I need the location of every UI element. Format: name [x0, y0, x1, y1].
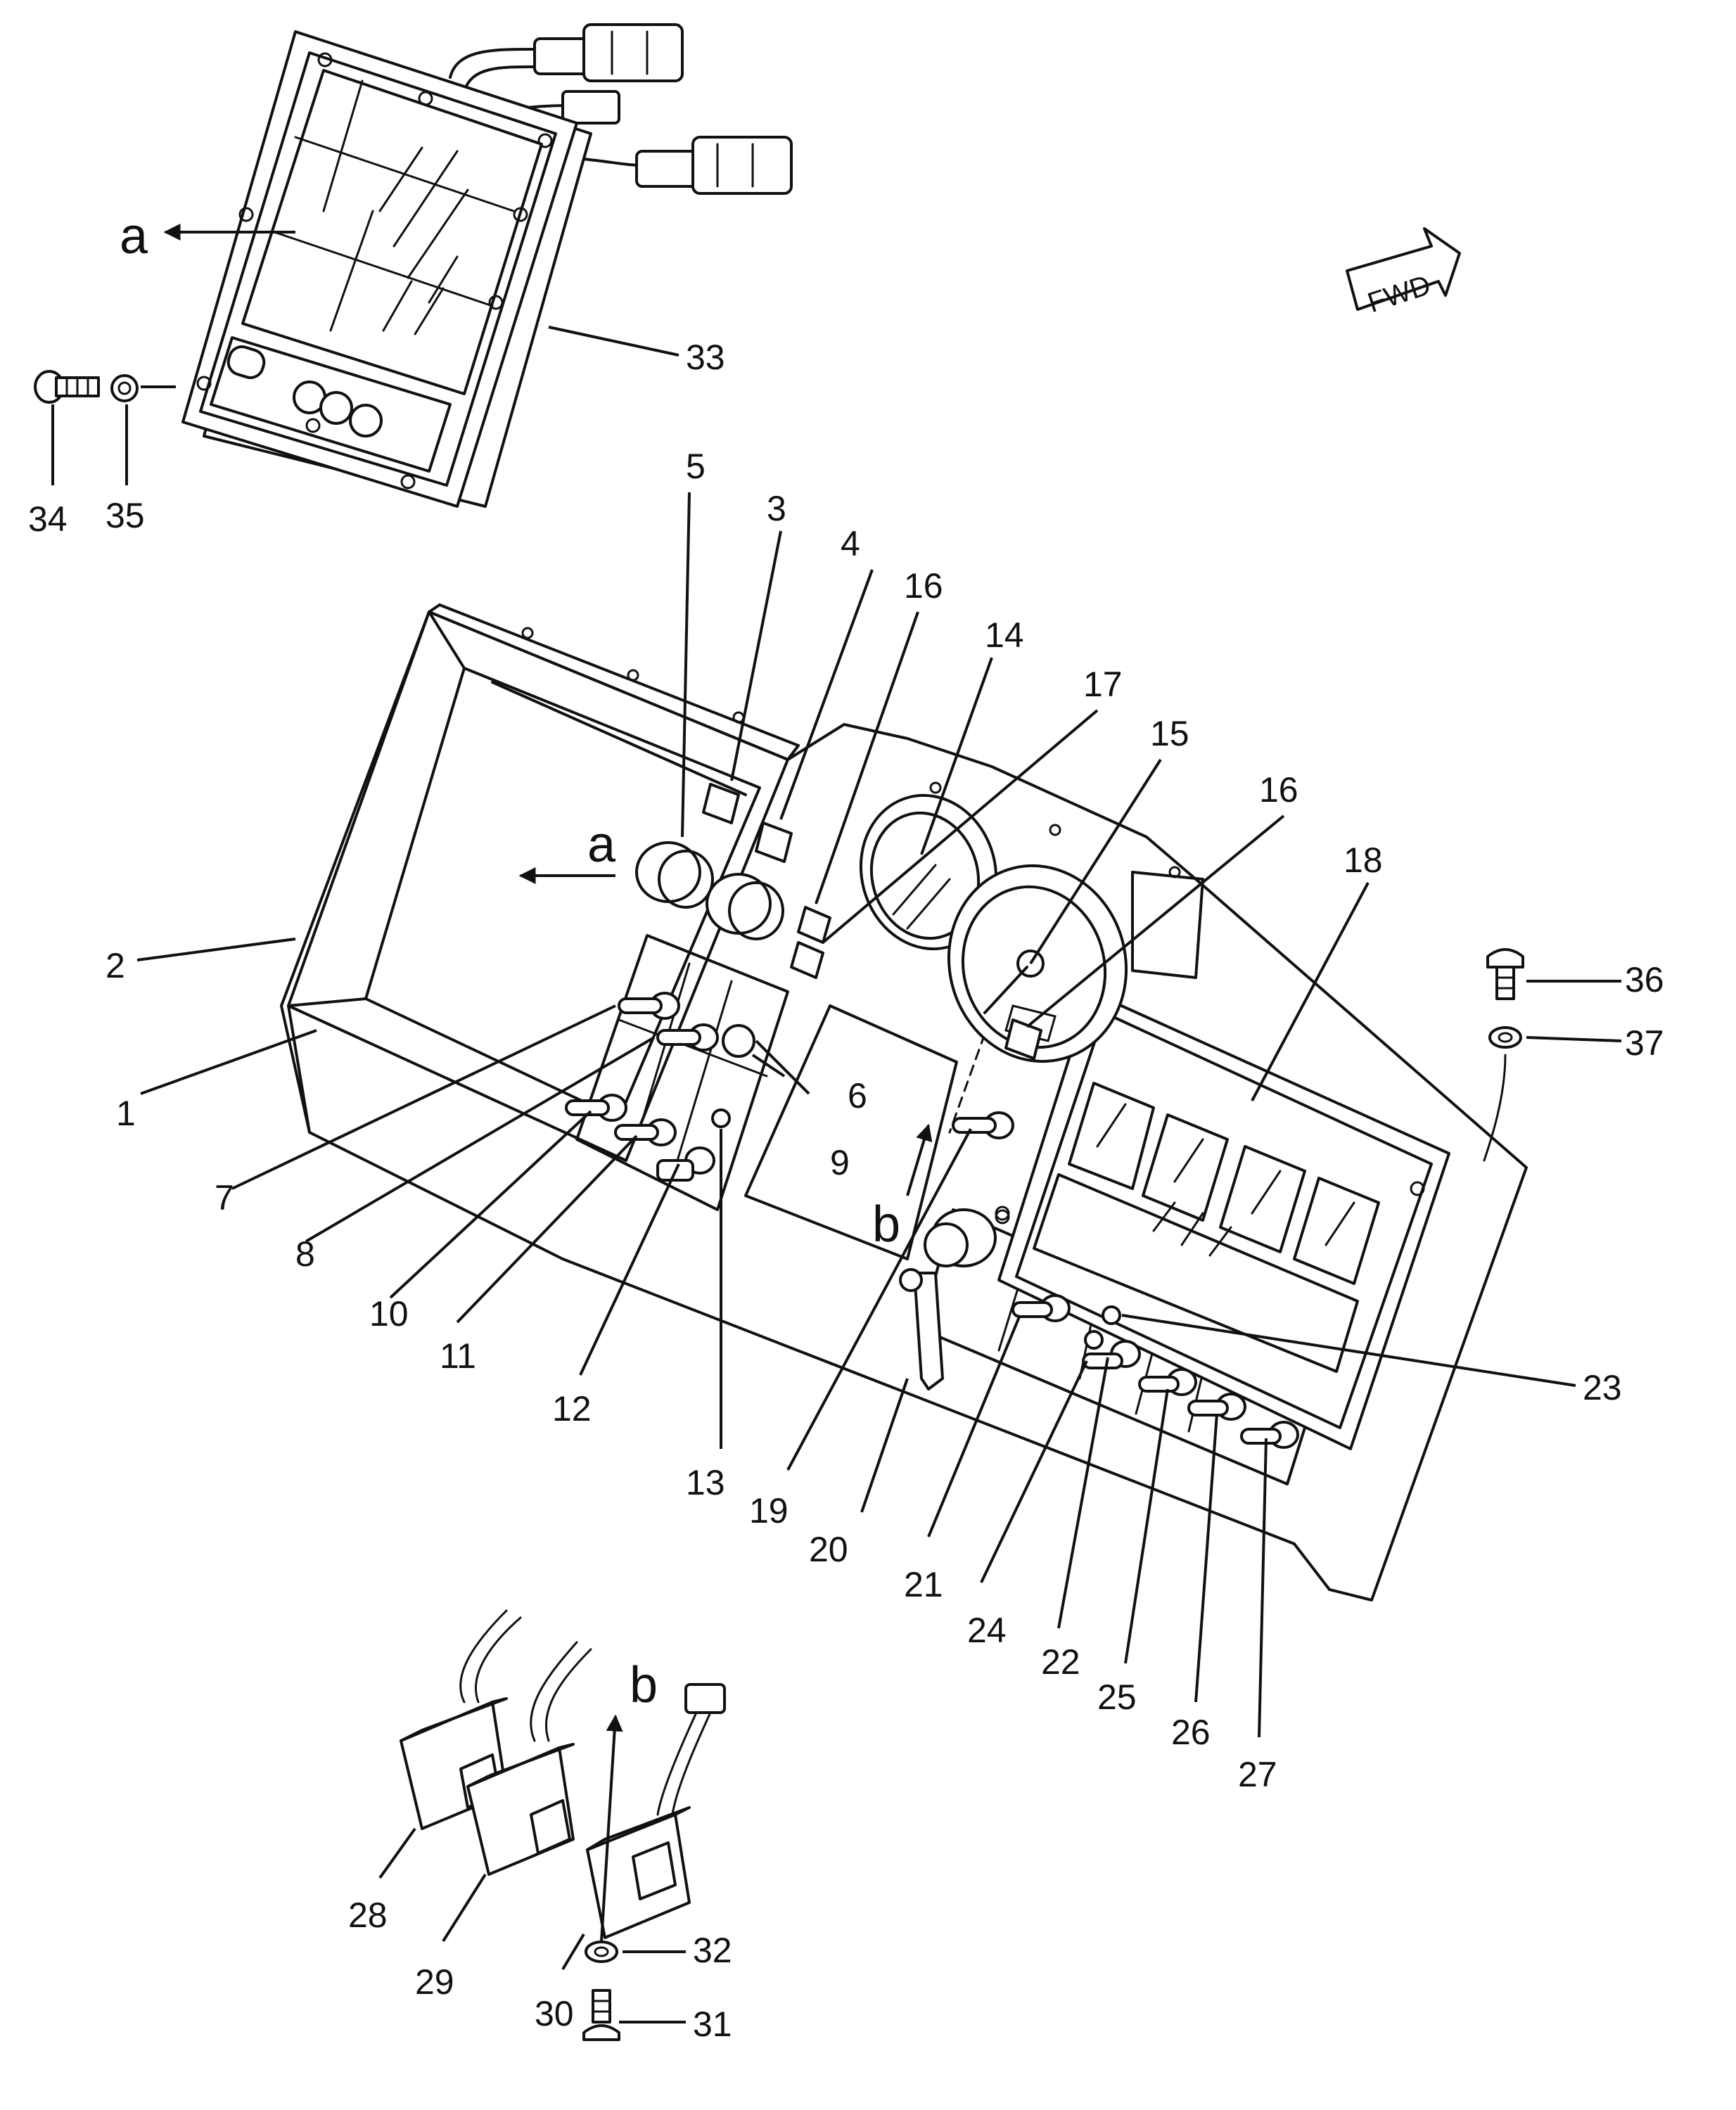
panel-screw	[1483, 948, 1524, 1162]
callout-35: 35	[106, 496, 145, 535]
callout-6: 6	[848, 1076, 867, 1115]
callout-3: 3	[767, 489, 786, 528]
callout-29: 29	[415, 1962, 454, 2002]
callout-24: 24	[967, 1611, 1007, 1650]
monitor-screw	[34, 370, 139, 404]
callout-25: 25	[1097, 1677, 1137, 1717]
callout-5: 5	[686, 447, 706, 486]
callout-37: 37	[1625, 1023, 1664, 1063]
callout-36: 36	[1625, 960, 1664, 999]
dashboard-panel	[280, 603, 1528, 1601]
callout-21: 21	[904, 1565, 943, 1604]
callout-16-left: 16	[904, 566, 943, 606]
callout-9: 9	[830, 1143, 850, 1182]
callout-17: 17	[1083, 665, 1123, 704]
callout-8: 8	[295, 1234, 315, 1274]
callout-1: 1	[116, 1094, 136, 1133]
view-letter-a-monitor: a	[120, 208, 148, 264]
callout-33: 33	[686, 338, 725, 377]
callout-13: 13	[686, 1463, 725, 1502]
callout-14: 14	[985, 615, 1024, 655]
callout-4: 4	[841, 524, 860, 563]
monitor-unit	[181, 23, 793, 508]
callout-30: 30	[535, 1994, 574, 2033]
fwd-arrow-symbol: FWD	[1346, 227, 1461, 319]
callout-26: 26	[1171, 1713, 1211, 1752]
callout-20: 20	[809, 1530, 848, 1569]
callout-11: 11	[440, 1336, 476, 1376]
callout-labels: 1 2 3 4 5 6 7 8 9 10 11 12 13 14 15 16 1…	[28, 338, 1664, 2044]
relay-29	[466, 1641, 592, 1876]
callout-28: 28	[348, 1895, 388, 1935]
callout-34: 34	[28, 499, 68, 539]
view-letter-b-relay: b	[630, 1657, 658, 1713]
callout-10: 10	[369, 1294, 409, 1334]
relay-30	[586, 1683, 726, 1939]
callout-12: 12	[552, 1389, 592, 1428]
callout-22: 22	[1041, 1642, 1080, 1682]
callout-2: 2	[106, 946, 125, 985]
callout-27: 27	[1238, 1755, 1277, 1794]
relay-screw	[582, 1940, 620, 2041]
callout-32: 32	[693, 1931, 732, 1970]
view-letter-b-panel: b	[872, 1196, 900, 1253]
callout-15: 15	[1150, 714, 1189, 753]
callout-18: 18	[1344, 840, 1383, 880]
callout-16-right: 16	[1259, 770, 1298, 810]
callout-23: 23	[1583, 1368, 1622, 1407]
leader-lines	[51, 326, 1622, 2023]
callout-7: 7	[215, 1178, 234, 1217]
view-letter-a-panel: a	[587, 817, 616, 873]
callout-31: 31	[693, 2004, 732, 2044]
callout-19: 19	[749, 1491, 789, 1530]
